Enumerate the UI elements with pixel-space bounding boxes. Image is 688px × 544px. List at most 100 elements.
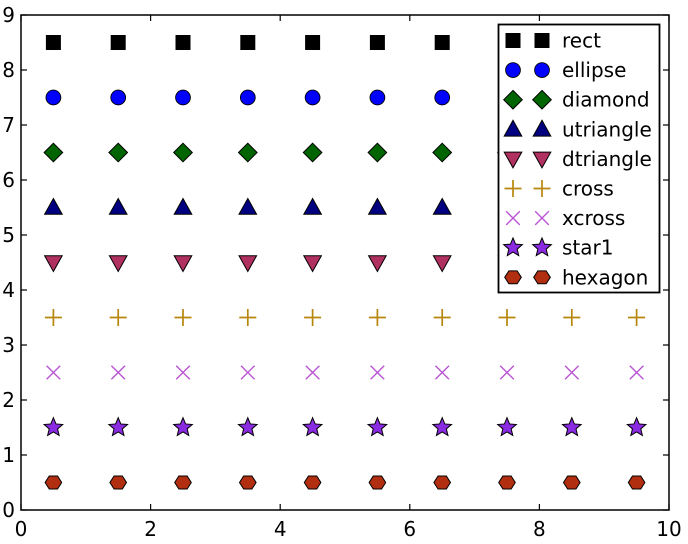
xcross-marker (534, 210, 550, 226)
legend-label-hexagon: hexagon (562, 265, 648, 289)
diamond-marker (302, 142, 323, 163)
dtriangle-marker (503, 151, 523, 169)
dtriangle-marker (108, 255, 128, 273)
cross-marker (174, 309, 192, 326)
cross-marker (504, 180, 522, 197)
cross-marker (109, 309, 127, 326)
star1-marker (496, 416, 518, 437)
y-tick-label: 6 (2, 168, 15, 192)
legend-entry-rect: rect (505, 29, 601, 53)
star1-marker (502, 236, 524, 257)
utriangle-marker (173, 197, 193, 215)
series-star1 (42, 416, 648, 437)
hexagon-marker (433, 475, 452, 490)
cross-marker (239, 309, 257, 326)
cross-marker (433, 309, 451, 326)
xcross-marker (305, 365, 320, 380)
cross-marker (628, 309, 646, 326)
legend-label-cross: cross (562, 177, 614, 201)
dtriangle-marker (238, 255, 258, 273)
y-tick-label: 1 (2, 443, 15, 467)
legend-label-xcross: xcross (562, 206, 625, 230)
xcross-marker (505, 210, 521, 226)
star1-marker (42, 416, 64, 437)
rect-marker (240, 35, 256, 50)
cross-marker (498, 309, 516, 326)
legend-entry-ellipse: ellipse (505, 58, 626, 82)
utriangle-marker (108, 197, 128, 215)
diamond-marker (172, 142, 194, 163)
y-tick-label: 4 (2, 278, 15, 302)
legend-label-ellipse: ellipse (562, 58, 626, 82)
series-hexagon (44, 475, 646, 490)
dtriangle-marker (432, 255, 452, 273)
y-tick-label: 9 (2, 3, 15, 27)
xcross-marker (175, 365, 191, 380)
dtriangle-marker (367, 255, 388, 273)
rect-marker (369, 35, 385, 50)
legend-box (497, 23, 661, 294)
dtriangle-marker (173, 255, 193, 273)
dtriangle-marker (532, 151, 552, 169)
diamond-marker (108, 142, 129, 163)
star1-marker (626, 416, 648, 437)
hexagon-marker (238, 475, 257, 490)
cross-marker (533, 180, 551, 197)
xcross-marker (370, 365, 385, 380)
cross-marker (563, 309, 581, 326)
y-tick-label: 7 (2, 113, 15, 137)
diamond-marker (502, 89, 524, 110)
star1-marker (107, 416, 129, 437)
xcross-marker (564, 365, 580, 380)
y-tick-label: 8 (2, 58, 15, 82)
legend-label-diamond: diamond (562, 88, 650, 112)
rect-marker (434, 35, 450, 50)
dtriangle-marker (302, 255, 323, 273)
utriangle-marker (367, 197, 388, 215)
cross-marker (304, 309, 322, 326)
ellipse-marker (505, 62, 521, 78)
diamond-marker (43, 142, 64, 163)
utriangle-marker (503, 119, 523, 137)
series-cross (44, 309, 646, 326)
star1-marker (561, 416, 583, 437)
x-tick-label: 6 (403, 517, 416, 541)
cross-marker (368, 309, 386, 326)
y-tick-label: 3 (2, 333, 15, 357)
utriangle-marker (302, 197, 323, 215)
xcross-marker (110, 365, 126, 380)
legend-label-rect: rect (562, 29, 601, 53)
utriangle-marker (532, 119, 552, 137)
hexagon-marker (533, 270, 551, 285)
legend-entry-star1: star1 (502, 236, 613, 260)
legend: rectellipsediamondutriangledtrianglecros… (497, 23, 661, 294)
xcross-marker (46, 365, 61, 380)
hexagon-marker (303, 475, 322, 490)
star1-marker (302, 416, 324, 437)
utriangle-marker (238, 197, 258, 215)
star1-marker (531, 236, 553, 257)
legend-entry-dtriangle: dtriangle (503, 147, 652, 171)
hexagon-marker (44, 475, 63, 490)
hexagon-marker (368, 475, 387, 490)
ellipse-marker (45, 89, 62, 106)
ellipse-marker (534, 62, 550, 78)
ellipse-marker (110, 89, 127, 106)
tick-marks (20, 14, 670, 511)
legend-entry-xcross: xcross (505, 206, 625, 230)
rect-marker (305, 35, 321, 50)
star1-marker (366, 416, 388, 437)
y-tick-label: 0 (2, 498, 15, 522)
xcross-marker (499, 365, 515, 380)
x-tick-label: 0 (15, 517, 28, 541)
ellipse-marker (434, 89, 451, 106)
hexagon-marker (174, 475, 192, 490)
x-tick-label: 8 (533, 517, 546, 541)
ellipse-marker (304, 89, 321, 106)
diamond-marker (531, 89, 553, 110)
legend-label-dtriangle: dtriangle (562, 147, 652, 171)
dtriangle-marker (43, 255, 64, 273)
